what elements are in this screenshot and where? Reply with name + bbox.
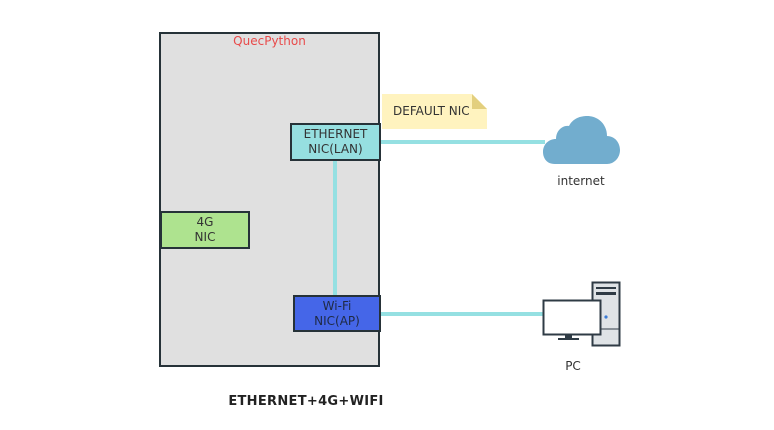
ethernet-nic: ETHERNET NIC(LAN): [290, 123, 381, 161]
device-title: QuecPython: [233, 34, 306, 48]
link-ethernet-internet: [381, 140, 545, 144]
pc-label: PC: [565, 359, 581, 373]
default-nic-note: DEFAULT NIC: [393, 104, 470, 118]
internet-label: internet: [557, 174, 605, 188]
cellular-4g-nic: 4G NIC: [160, 211, 250, 249]
link-wifi-pc: [381, 312, 545, 316]
cellular-nic-line2: NIC: [194, 230, 216, 244]
wifi-nic: Wi-Fi NIC(AP): [293, 295, 381, 332]
wifi-nic-line2: NIC(AP): [314, 313, 360, 328]
diagram-caption: ETHERNET+4G+WIFI: [228, 394, 384, 409]
note-shape: [382, 94, 487, 129]
ethernet-nic-line1: ETHERNET: [303, 127, 368, 141]
ethernet-nic-line2: NIC(LAN): [308, 142, 363, 156]
wifi-nic-line1: Wi-Fi: [322, 298, 352, 313]
desktop-computer-icon: [542, 281, 621, 347]
link-ethernet-wifi: [333, 161, 337, 295]
cloud-icon: [543, 116, 620, 164]
cellular-nic-line1: 4G: [196, 215, 214, 229]
